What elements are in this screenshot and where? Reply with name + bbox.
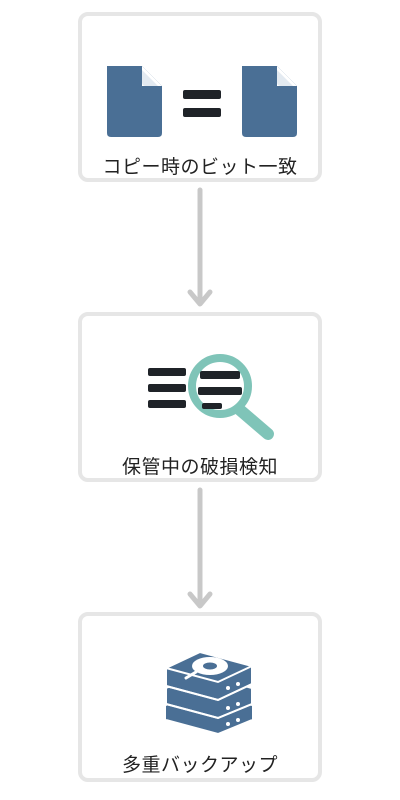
text-lines-icon [148, 368, 186, 408]
down-arrow-1 [187, 187, 213, 307]
magnifier-scan-icon [148, 354, 274, 440]
stacked-hard-disks-icon [165, 650, 253, 736]
file-icon-right [242, 66, 297, 137]
file-equals-file-icon [107, 66, 297, 137]
disk-top [165, 650, 253, 702]
down-arrow-2 [187, 487, 213, 609]
step-card-corruption-detect: 保管中の破損検知 [78, 312, 322, 482]
file-icon-left [107, 66, 162, 137]
magnifier-icon [188, 354, 274, 440]
step-card-multi-backup: 多重バックアップ [78, 612, 322, 782]
step-label: 多重バックアップ [121, 754, 278, 776]
step-label: コピー時のビット一致 [102, 156, 298, 178]
equals-icon [183, 90, 221, 117]
step-label: 保管中の破損検知 [121, 456, 278, 478]
step-card-bit-match: コピー時のビット一致 [78, 12, 322, 182]
